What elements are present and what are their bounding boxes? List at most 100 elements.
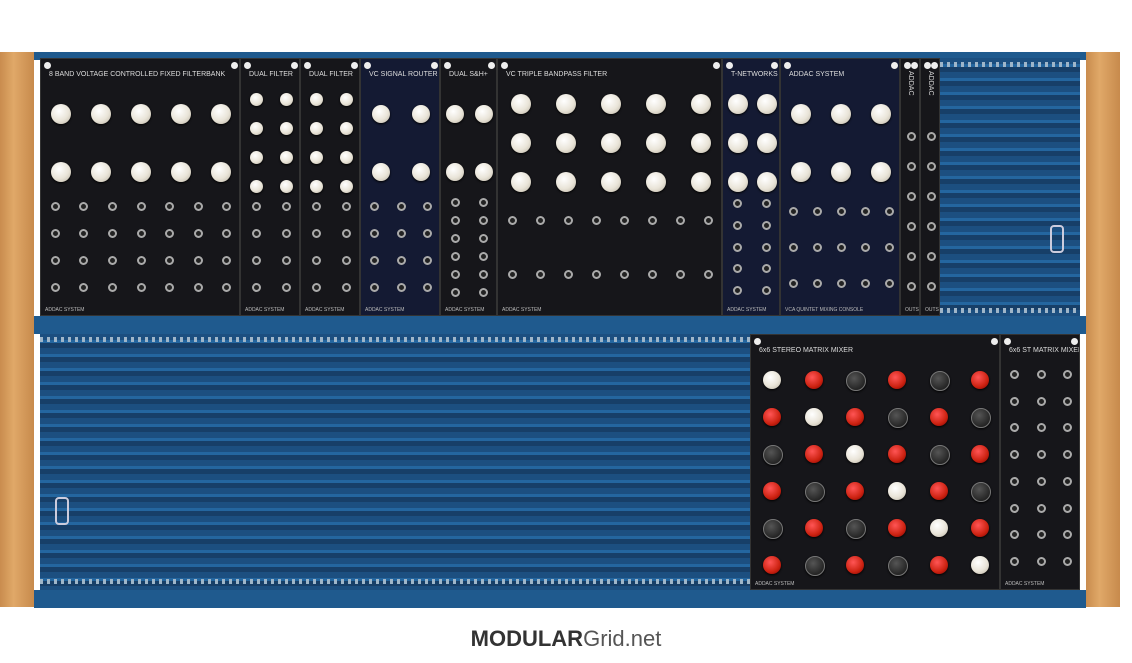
patch-jack[interactable] (369, 202, 379, 212)
patch-jack[interactable] (676, 269, 686, 279)
patch-jack[interactable] (136, 202, 146, 212)
knob[interactable] (279, 122, 293, 136)
knob[interactable] (929, 518, 948, 537)
knob[interactable] (309, 122, 323, 136)
patch-jack[interactable] (507, 269, 517, 279)
patch-jack[interactable] (1009, 530, 1019, 540)
patch-jack[interactable] (1063, 423, 1073, 433)
patch-jack[interactable] (836, 278, 846, 288)
knob[interactable] (971, 370, 990, 389)
patch-jack[interactable] (1063, 450, 1073, 460)
patch-jack[interactable] (50, 256, 60, 266)
patch-jack[interactable] (704, 215, 714, 225)
knob[interactable] (51, 162, 71, 183)
patch-jack[interactable] (1063, 476, 1073, 486)
patch-jack[interactable] (396, 256, 406, 266)
knob[interactable] (727, 133, 748, 154)
patch-jack[interactable] (1036, 530, 1046, 540)
patch-jack[interactable] (1036, 369, 1046, 379)
patch-jack[interactable] (762, 221, 771, 230)
rack-handle[interactable] (55, 497, 69, 525)
patch-jack[interactable] (733, 264, 742, 274)
patch-jack[interactable] (906, 131, 916, 141)
patch-jack[interactable] (860, 278, 870, 288)
patch-jack[interactable] (50, 283, 60, 293)
patch-jack[interactable] (788, 206, 798, 216)
patch-jack[interactable] (507, 215, 517, 225)
knob[interactable] (279, 151, 293, 165)
patch-jack[interactable] (1009, 396, 1019, 406)
knob[interactable] (690, 94, 711, 115)
patch-jack[interactable] (1036, 476, 1046, 486)
patch-jack[interactable] (193, 202, 203, 212)
patch-jack[interactable] (281, 283, 291, 293)
patch-jack[interactable] (165, 229, 175, 239)
patch-jack[interactable] (193, 256, 203, 266)
knob[interactable] (831, 104, 851, 125)
patch-jack[interactable] (906, 251, 916, 261)
knob[interactable] (762, 481, 781, 500)
patch-jack[interactable] (733, 285, 742, 295)
knob[interactable] (756, 171, 777, 192)
knob[interactable] (600, 94, 621, 115)
knob[interactable] (309, 180, 323, 194)
knob[interactable] (846, 555, 865, 574)
knob[interactable] (510, 94, 531, 115)
patch-jack[interactable] (222, 283, 232, 293)
rack-handle[interactable] (1050, 225, 1064, 253)
knob[interactable] (929, 444, 950, 465)
knob[interactable] (171, 104, 191, 125)
patch-jack[interactable] (396, 229, 406, 239)
patch-jack[interactable] (704, 269, 714, 279)
patch-jack[interactable] (762, 285, 771, 295)
patch-jack[interactable] (369, 283, 379, 293)
knob[interactable] (555, 171, 576, 192)
knob[interactable] (412, 163, 430, 182)
patch-jack[interactable] (450, 215, 460, 225)
patch-jack[interactable] (762, 199, 771, 209)
knob[interactable] (804, 481, 825, 502)
patch-jack[interactable] (1009, 476, 1019, 486)
patch-jack[interactable] (107, 256, 117, 266)
patch-jack[interactable] (926, 191, 936, 201)
knob[interactable] (831, 162, 851, 183)
patch-jack[interactable] (423, 283, 433, 293)
knob[interactable] (846, 444, 865, 463)
knob[interactable] (51, 104, 71, 125)
patch-jack[interactable] (479, 215, 489, 225)
patch-jack[interactable] (193, 283, 203, 293)
knob[interactable] (756, 94, 777, 115)
patch-jack[interactable] (341, 202, 351, 212)
patch-jack[interactable] (812, 206, 822, 216)
patch-jack[interactable] (341, 283, 351, 293)
patch-jack[interactable] (479, 287, 489, 297)
patch-jack[interactable] (1036, 423, 1046, 433)
patch-jack[interactable] (79, 202, 89, 212)
patch-jack[interactable] (812, 242, 822, 252)
knob[interactable] (971, 481, 992, 502)
patch-jack[interactable] (812, 278, 822, 288)
knob[interactable] (131, 104, 151, 125)
patch-jack[interactable] (591, 269, 601, 279)
patch-jack[interactable] (479, 197, 489, 207)
patch-jack[interactable] (423, 229, 433, 239)
knob[interactable] (971, 407, 992, 428)
patch-jack[interactable] (1036, 557, 1046, 567)
patch-jack[interactable] (396, 202, 406, 212)
knob[interactable] (929, 481, 948, 500)
knob[interactable] (846, 407, 865, 426)
patch-jack[interactable] (1009, 450, 1019, 460)
patch-jack[interactable] (1009, 503, 1019, 513)
knob[interactable] (131, 162, 151, 183)
patch-jack[interactable] (281, 256, 291, 266)
knob[interactable] (727, 94, 748, 115)
knob[interactable] (600, 133, 621, 154)
knob[interactable] (211, 104, 231, 125)
knob[interactable] (887, 518, 906, 537)
knob[interactable] (756, 133, 777, 154)
patch-jack[interactable] (479, 251, 489, 261)
patch-jack[interactable] (926, 251, 936, 261)
knob[interactable] (372, 105, 390, 124)
patch-jack[interactable] (926, 281, 936, 291)
knob[interactable] (474, 105, 493, 124)
